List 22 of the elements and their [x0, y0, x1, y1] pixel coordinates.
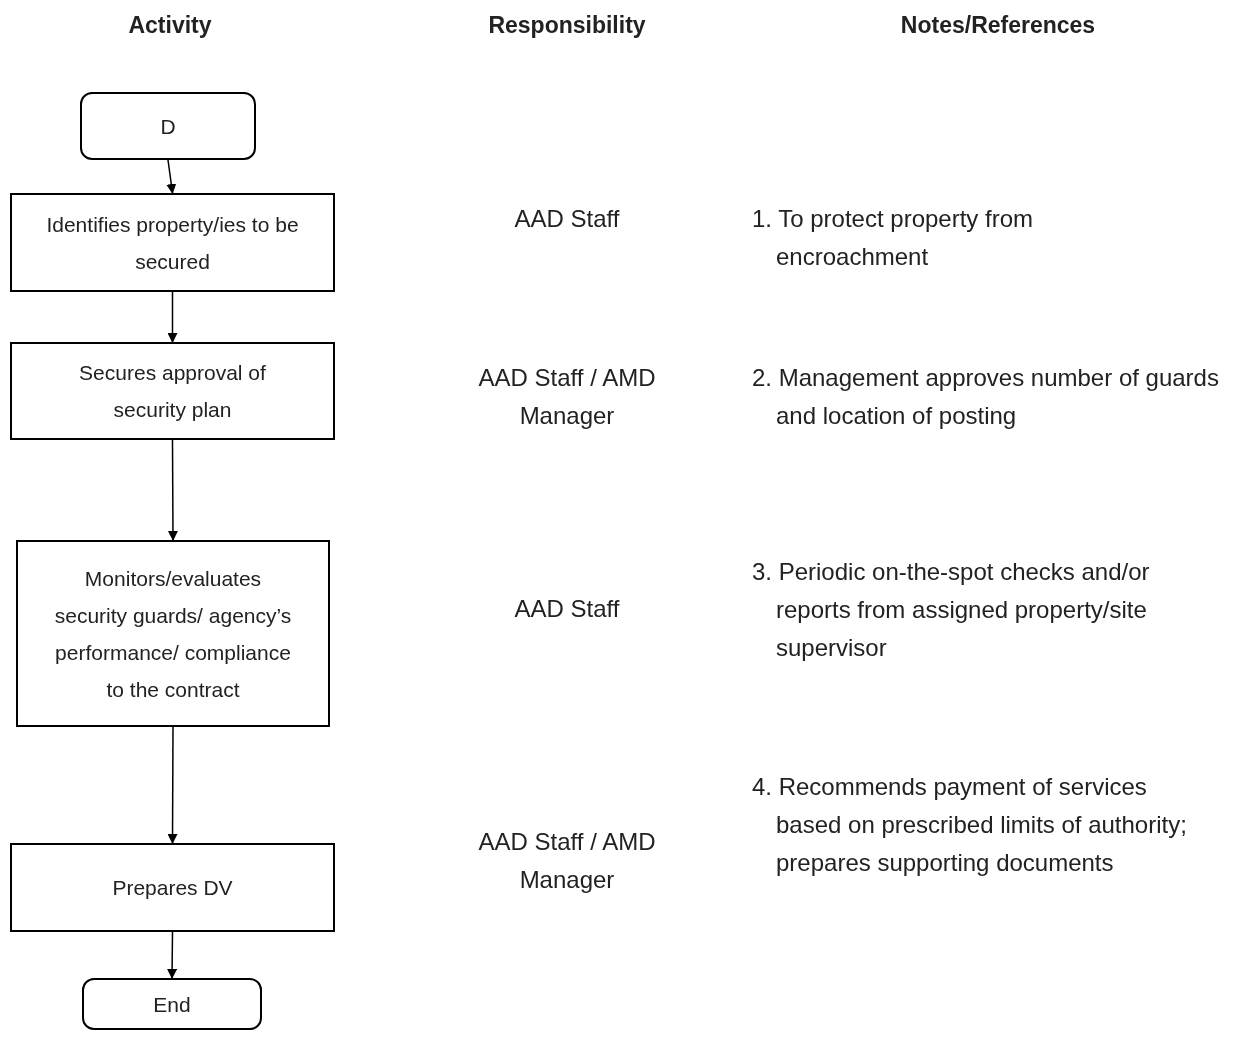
arrow — [167, 931, 178, 979]
arrow — [167, 726, 178, 844]
column-header: Activity — [127, 11, 213, 40]
process-box: Monitors/evaluates security guards/ agency’s performance/ compliance to the contract — [16, 540, 330, 727]
responsibility-text: AAD Staff — [513, 594, 621, 624]
terminator-box: D — [80, 92, 256, 160]
note-text: 2. Management approves number of guards and location of posting — [752, 363, 1220, 431]
terminator-box: End — [82, 978, 262, 1030]
responsibility-text: AAD Staff / AMD Manager — [477, 363, 657, 431]
note-text: 3. Periodic on-the-spot checks and/or reports from assigned property/site supervisor — [752, 557, 1151, 663]
process-box: Secures approval of security plan — [10, 342, 335, 440]
process-box: Identifies property/ies to be secured — [10, 193, 335, 292]
note-text: 4. Recommends payment of services based on prescribed limits of authority; prepares supporting documents — [752, 772, 1188, 878]
arrow — [167, 439, 178, 541]
process-box: Prepares DV — [10, 843, 335, 932]
responsibility-text: AAD Staff — [513, 204, 621, 234]
column-header: Responsibility — [487, 11, 647, 40]
responsibility-text: AAD Staff / AMD Manager — [477, 827, 657, 895]
column-header: Notes/References — [899, 11, 1097, 40]
arrow — [167, 291, 178, 343]
arrow — [166, 159, 177, 194]
note-text: 1. To protect property from encroachment — [752, 204, 1034, 272]
